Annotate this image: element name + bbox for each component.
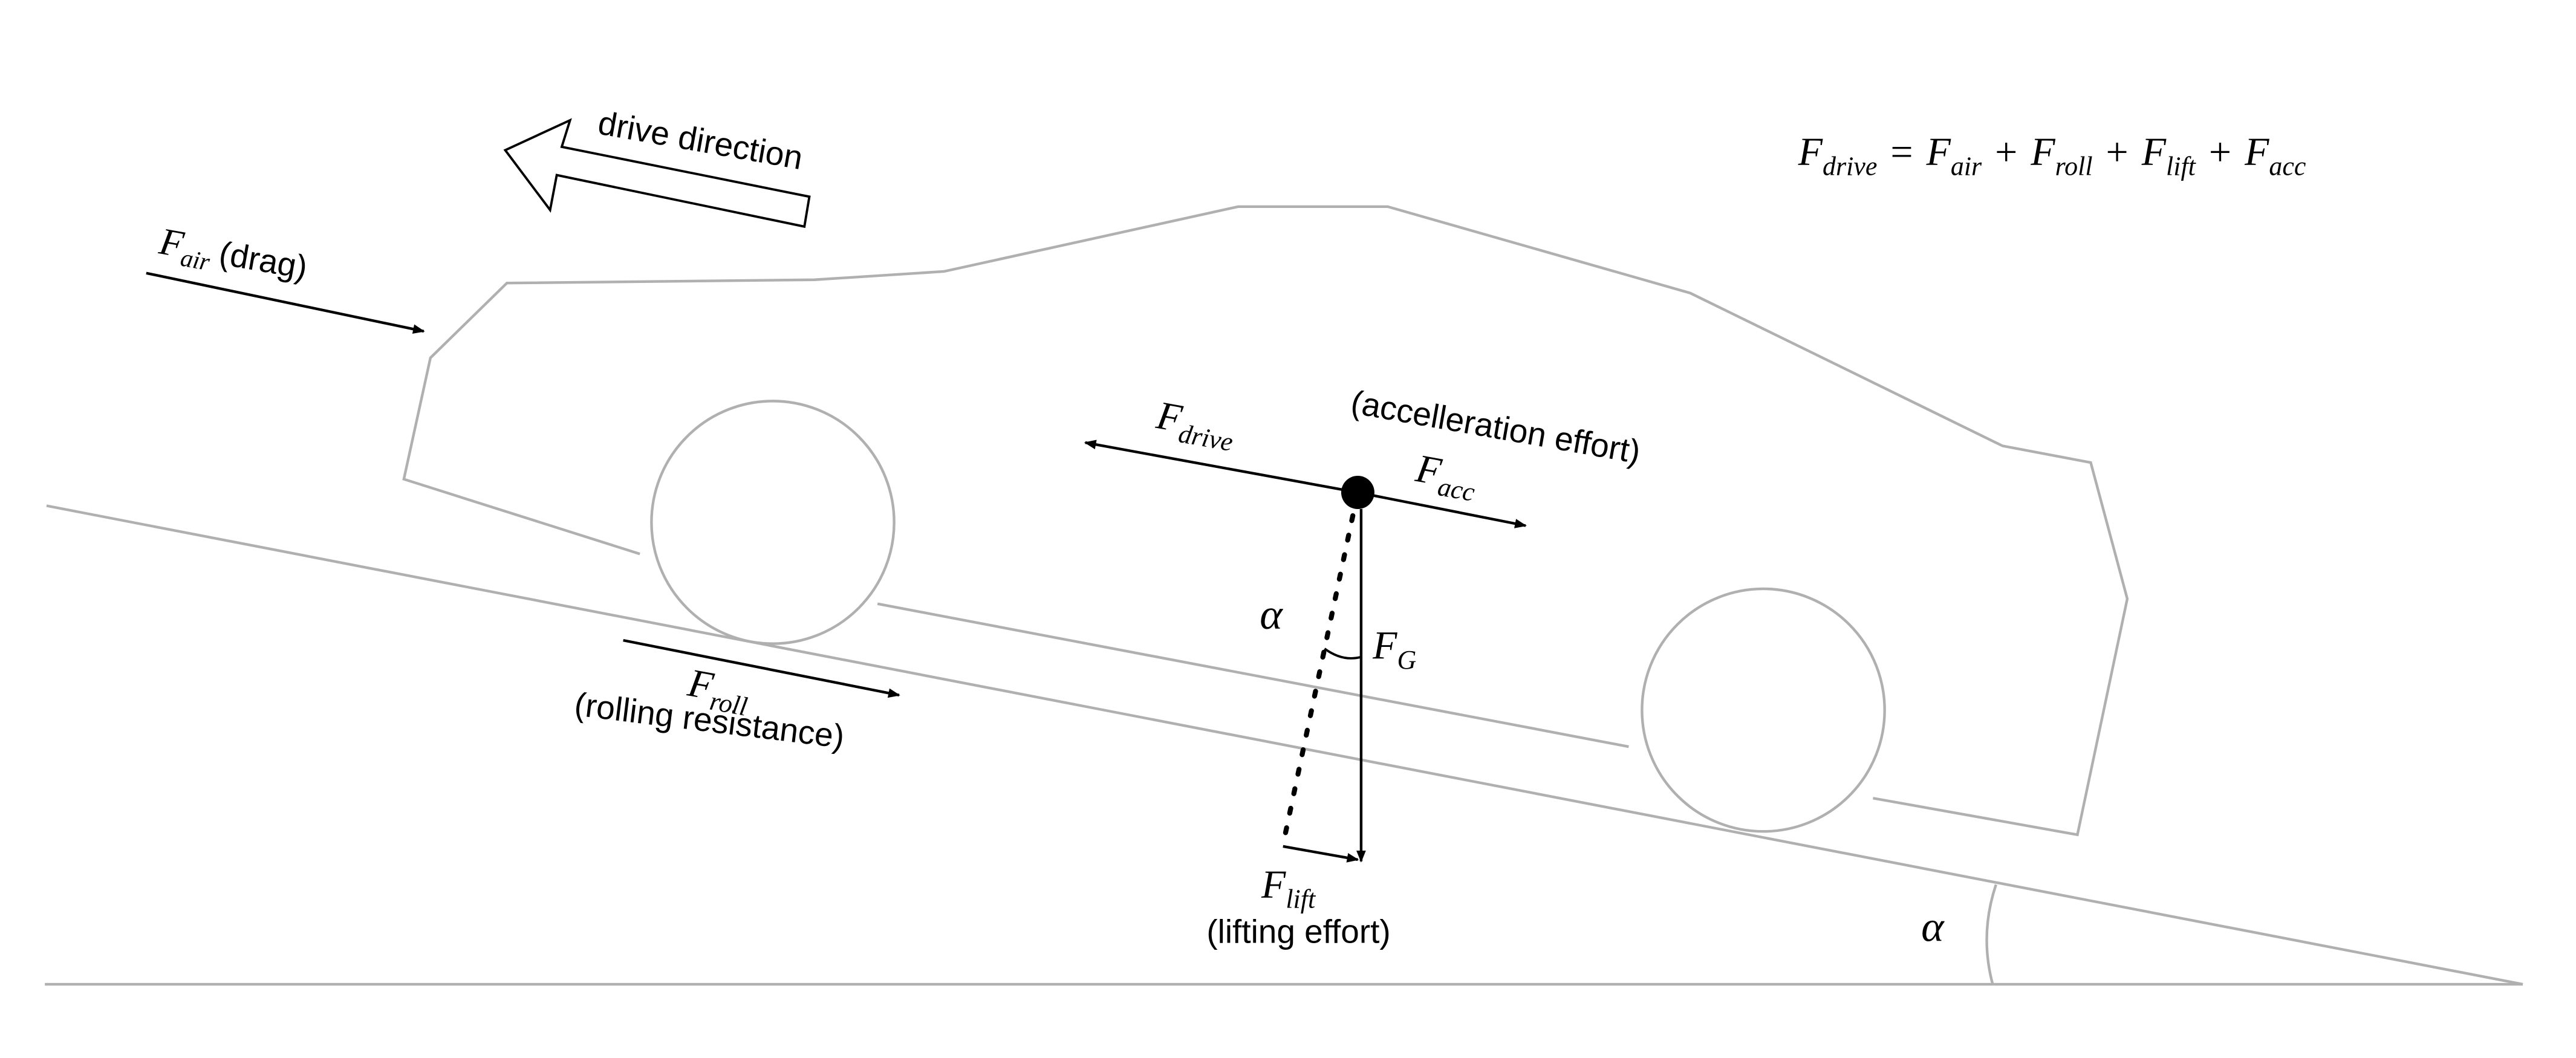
acceleration-force-arrow: [1358, 491, 1527, 528]
eq-equals: =: [1890, 130, 1913, 174]
eq-term-1-subscript: air: [1951, 152, 1982, 181]
acceleration-effort-label: (accelleration effort): [1348, 383, 1644, 470]
drive-force-arrow: [1084, 440, 1358, 494]
slope-line: [46, 504, 2523, 986]
eq-lhs-symbol: F: [1798, 130, 1823, 174]
gravity-force-symbol: F: [1372, 623, 1397, 667]
air-force-subscript: air: [178, 244, 212, 276]
center-of-mass-point: [1341, 476, 1374, 510]
car-underbody: [877, 602, 1629, 748]
slope-angle-label: α: [1921, 903, 1945, 951]
rolling-force-label: Froll: [683, 661, 753, 722]
eq-term-3-symbol: F: [2141, 130, 2167, 174]
eq-term-1-symbol: F: [1926, 130, 1951, 174]
terrain: [45, 504, 2523, 986]
car-body: [402, 205, 2129, 837]
eq-plus-3: +: [2209, 130, 2231, 174]
gravity-force-subscript: G: [1397, 645, 1416, 675]
lifting-effort-label: (lifting effort): [1206, 912, 1390, 950]
air-drag-label: Fair(drag): [155, 219, 311, 293]
normal-dotted-line: [1280, 513, 1356, 848]
eq-term-4-symbol: F: [2244, 130, 2269, 174]
lift-force-arrow: [1283, 845, 1359, 863]
lift-force-subscript: lift: [1286, 884, 1316, 914]
eq-term-2-subscript: roll: [2055, 152, 2093, 181]
rolling-force-arrow: [623, 638, 900, 698]
normal-angle-label: α: [1260, 591, 1283, 638]
lift-force-symbol: F: [1261, 863, 1286, 907]
eq-lhs-subscript: drive: [1823, 152, 1877, 181]
front-wheel: [650, 400, 896, 645]
drive-direction-arrow-icon: [503, 118, 811, 229]
air-drag-text: (drag): [216, 234, 310, 287]
car-outline: [402, 205, 2129, 837]
acceleration-force-label: Facc: [1411, 446, 1481, 507]
drive-force-subscript: drive: [1176, 418, 1235, 457]
eq-term-3-subscript: lift: [2166, 152, 2197, 181]
slope-angle-arc: [1985, 884, 1997, 985]
eq-plus-2: +: [2106, 130, 2129, 174]
eq-term-4-subscript: acc: [2269, 152, 2306, 181]
air-drag-arrow: [146, 271, 425, 334]
force-balance-equation: Fdrive = Fair + Froll + Flift + Facc: [1798, 130, 2306, 181]
gravity-force-label: FG: [1372, 623, 1416, 674]
eq-plus-1: +: [1995, 130, 2017, 174]
normal-angle-arc: [1324, 647, 1362, 660]
lift-force-label: Flift: [1261, 863, 1316, 914]
roll-force-subscript: roll: [707, 686, 749, 722]
eq-term-2-symbol: F: [2030, 130, 2055, 174]
rear-wheel: [1641, 587, 1886, 833]
drive-force-label: Fdrive: [1152, 393, 1239, 457]
acc-force-subscript: acc: [1436, 472, 1477, 507]
